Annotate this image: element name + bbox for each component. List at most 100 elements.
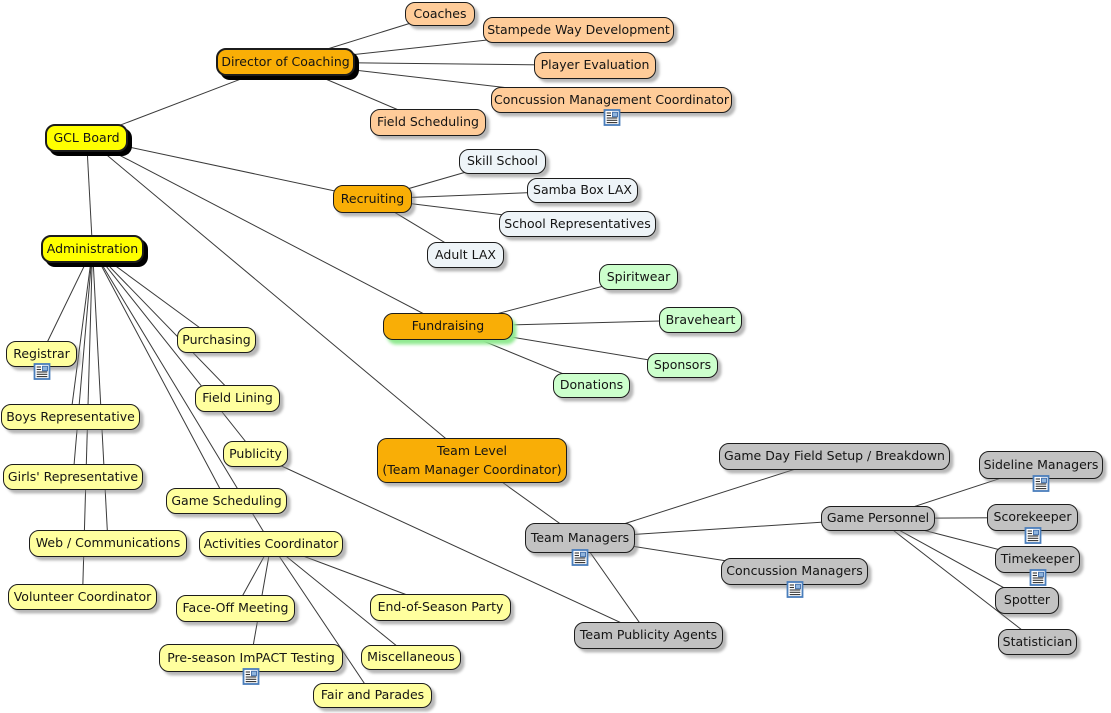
edge-administration--field-lining: [92, 248, 238, 399]
node-label-administration: Administration: [46, 240, 139, 256]
node-label-concussion-managers: Concussion Managers: [726, 563, 863, 579]
node-pre-season-impact-testing: Pre-season ImPACT Testing: [159, 644, 343, 685]
node-player-evaluation: Player Evaluation: [534, 52, 656, 79]
node-statistician: Statistician: [998, 629, 1077, 655]
edge-publicity--team-publicity-agents: [255, 453, 649, 636]
node-label-stampede-way-development: Stampede Way Development: [487, 21, 670, 37]
edge-administration--boys-representative: [70, 248, 93, 418]
node-administration: Administration: [41, 235, 144, 263]
edge-activities-coordinator--miscellaneous: [270, 543, 412, 658]
node-label-volunteer-coordinator: Volunteer Coordinator: [13, 588, 152, 604]
node-label-donations: Donations: [559, 377, 624, 393]
node-label-concussion-management-coordinator: Concussion Management Coordinator: [493, 91, 730, 107]
node-label-fundraising: Fundraising: [411, 318, 485, 334]
node-braveheart: Braveheart: [659, 307, 742, 333]
node-spotter: Spotter: [995, 587, 1059, 614]
edge-gcl-board--recruiting: [86, 137, 373, 200]
node-label-purchasing: Purchasing: [182, 331, 251, 347]
node-face-off-meeting: Face-Off Meeting: [176, 595, 295, 622]
edge-gcl-board--team-level: [86, 137, 473, 461]
edge-administration--web-communications: [92, 248, 109, 544]
node-label-field-lining: Field Lining: [202, 390, 273, 406]
node-scorekeeper: Scorekeeper: [987, 504, 1078, 544]
node-field-scheduling: Field Scheduling: [370, 109, 486, 136]
node-label-spotter: Spotter: [1003, 592, 1051, 608]
node-director-of-coaching: Director of Coaching: [216, 48, 355, 76]
node-publicity: Publicity: [223, 441, 288, 467]
node-label-braveheart: Braveheart: [665, 311, 736, 327]
node-label-registrar: Registrar: [13, 345, 70, 361]
node-sponsors: Sponsors: [647, 353, 718, 378]
node-label-adult-lax: Adult LAX: [435, 246, 496, 262]
edge-administration--publicity: [92, 248, 256, 455]
node-fair-and-parades: Fair and Parades: [313, 683, 432, 708]
edge-gcl-board--administration: [86, 137, 93, 250]
node-team-publicity-agents: Team Publicity Agents: [574, 622, 723, 649]
node-label-field-scheduling: Field Scheduling: [377, 114, 479, 130]
node-team-managers: Team Managers: [525, 523, 635, 566]
node-label-miscellaneous: Miscellaneous: [367, 649, 455, 665]
node-label-team-publicity-agents: Team Publicity Agents: [579, 627, 718, 643]
edge-team-managers--team-publicity-agents: [579, 537, 649, 636]
node-recruiting: Recruiting: [333, 185, 412, 213]
node-label-timekeeper: Timekeeper: [1000, 551, 1075, 567]
node-game-personnel: Game Personnel: [821, 506, 935, 531]
node-timekeeper: Timekeeper: [995, 546, 1080, 586]
node-label-sideline-managers: Sideline Managers: [983, 456, 1099, 472]
node-label-skill-school: Skill School: [466, 153, 539, 169]
note-icon: [1029, 569, 1046, 586]
node-label-team-managers: Team Managers: [530, 529, 630, 545]
node-label-girls-representative: Girls' Representative: [7, 468, 139, 484]
node-label-publicity: Publicity: [229, 445, 282, 461]
edge-administration--game-scheduling: [92, 248, 227, 502]
node-label-fair-and-parades: Fair and Parades: [320, 687, 425, 703]
node-label-team-level: Team Level (Team Manager Coordinator): [382, 443, 562, 477]
node-game-day-field-setup-breakdown: Game Day Field Setup / Breakdown: [719, 443, 950, 470]
node-label-sponsors: Sponsors: [653, 357, 712, 373]
node-purchasing: Purchasing: [177, 327, 256, 353]
node-boys-representative: Boys Representative: [1, 404, 140, 430]
note-icon: [1032, 475, 1050, 492]
node-label-game-scheduling: Game Scheduling: [171, 492, 282, 508]
node-school-representatives: School Representatives: [499, 211, 656, 237]
node-end-of-season-party: End-of-Season Party: [370, 594, 511, 621]
node-label-statistician: Statistician: [1002, 633, 1073, 649]
node-field-lining: Field Lining: [195, 385, 280, 412]
node-label-end-of-season-party: End-of-Season Party: [377, 599, 504, 615]
node-label-web-communications: Web / Communications: [35, 535, 181, 551]
node-samba-box-lax: Samba Box LAX: [527, 178, 638, 203]
node-stampede-way-development: Stampede Way Development: [483, 17, 674, 43]
node-label-spiritwear: Spiritwear: [606, 268, 671, 284]
node-activities-coordinator: Activities Coordinator: [199, 531, 343, 557]
node-label-player-evaluation: Player Evaluation: [540, 57, 650, 73]
edge-administration--purchasing: [92, 248, 217, 341]
note-icon: [1024, 527, 1041, 544]
node-team-level: Team Level (Team Manager Coordinator): [377, 438, 567, 483]
edge-activities-coordinator--fair-and-parades: [270, 543, 373, 696]
node-label-scorekeeper: Scorekeeper: [993, 509, 1072, 525]
node-girls-representative: Girls' Representative: [3, 464, 143, 490]
node-spiritwear: Spiritwear: [599, 264, 678, 290]
node-web-communications: Web / Communications: [29, 530, 187, 557]
node-label-gcl-board: GCL Board: [53, 129, 120, 145]
note-icon: [603, 109, 620, 126]
node-sideline-managers: Sideline Managers: [979, 451, 1103, 492]
node-miscellaneous: Miscellaneous: [361, 645, 461, 670]
node-label-game-personnel: Game Personnel: [826, 510, 930, 526]
node-gcl-board: GCL Board: [45, 124, 128, 152]
note-icon: [242, 668, 260, 685]
node-label-samba-box-lax: Samba Box LAX: [533, 182, 632, 198]
node-label-coaches: Coaches: [413, 5, 467, 21]
edge-administration--registrar: [41, 248, 93, 355]
node-label-game-day-field-setup-breakdown: Game Day Field Setup / Breakdown: [724, 448, 945, 464]
note-icon: [571, 549, 589, 566]
node-skill-school: Skill School: [459, 149, 546, 174]
edge-game-personnel--spotter: [877, 518, 1028, 601]
node-label-school-representatives: School Representatives: [504, 215, 651, 231]
node-concussion-management-coordinator: Concussion Management Coordinator: [491, 87, 732, 126]
node-game-scheduling: Game Scheduling: [166, 488, 287, 514]
node-concussion-managers: Concussion Managers: [721, 558, 868, 598]
node-label-director-of-coaching: Director of Coaching: [221, 53, 350, 69]
